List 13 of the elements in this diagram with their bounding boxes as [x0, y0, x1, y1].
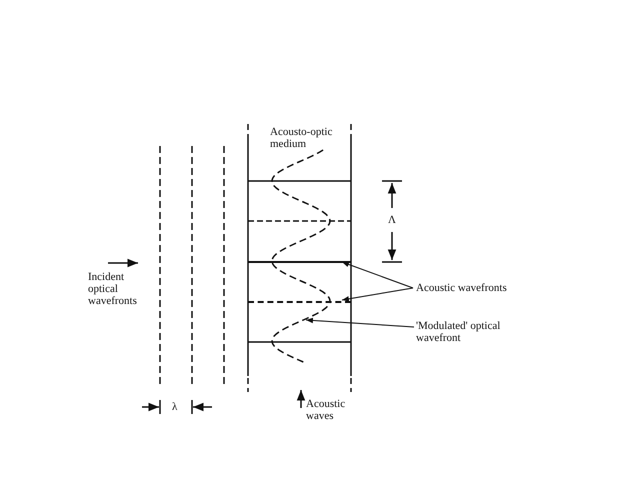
acoustic-waves-label: Acoustic waves: [306, 398, 346, 422]
leader-line: [342, 262, 414, 288]
incident-wavefronts-label: Incident optical wavefronts: [88, 271, 138, 307]
annotation-text: Acoustic wavefronts: [416, 282, 536, 294]
modulated-wave-curve: [270, 148, 332, 364]
acoustic-wavefront-line: [248, 301, 351, 303]
acoustic-wavefront-line: [248, 261, 351, 263]
leader-line: [342, 288, 414, 302]
annotation-text: 'Modulated' optical wavefront: [416, 320, 516, 344]
medium-label: Acousto-optic medium: [270, 126, 334, 150]
leader-line: [306, 318, 414, 328]
dimension-label: λ: [172, 401, 178, 413]
dimension-label: Λ: [388, 214, 397, 226]
